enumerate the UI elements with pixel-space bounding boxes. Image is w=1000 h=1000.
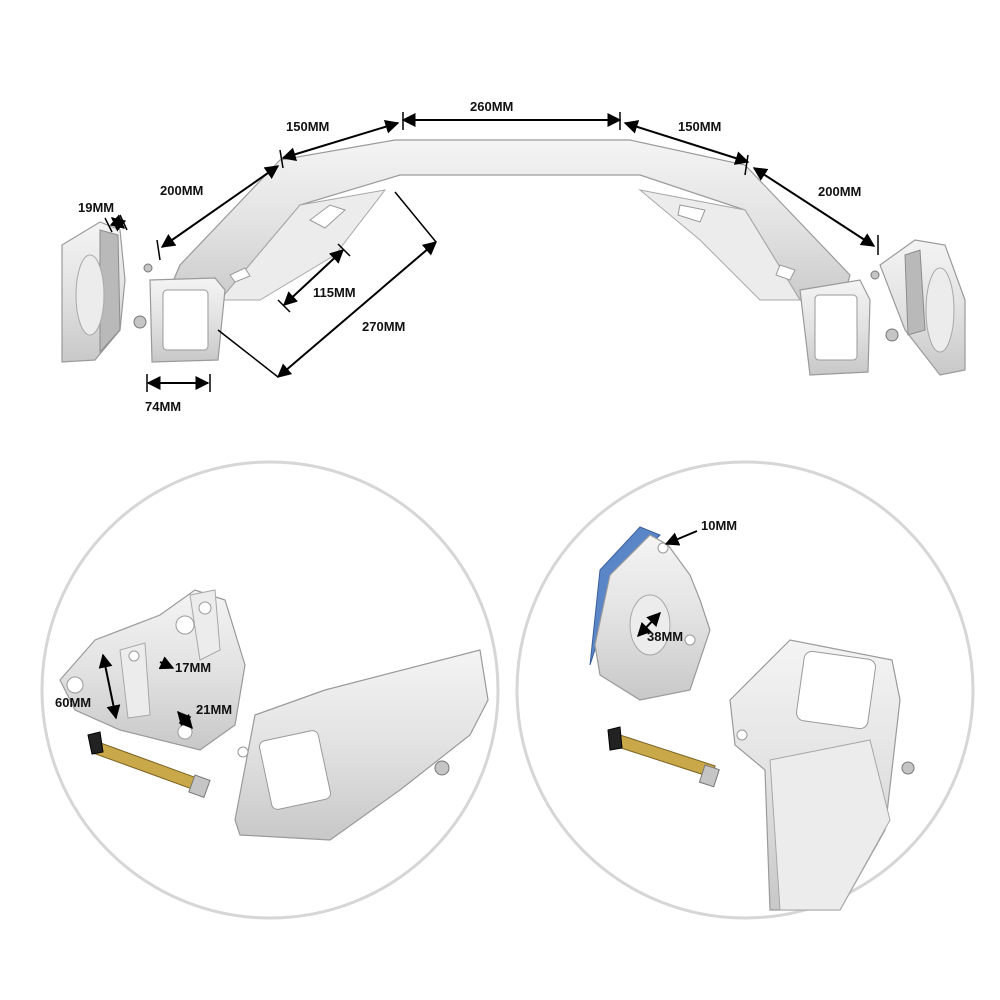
detail-view-left: 60MM 17MM 21MM [40, 460, 500, 920]
dim-17: 17MM [175, 660, 211, 675]
dim-38: 38MM [647, 629, 683, 644]
left-mount-bracket [61, 221, 226, 363]
dim-200-left: 200MM [160, 183, 203, 198]
detail-view-right: 10MM 38MM [515, 460, 975, 920]
dimension-annotations: 260MM 150MM 150MM 200MM 200MM 19MM 74MM … [78, 99, 879, 414]
dim-19: 19MM [78, 200, 114, 215]
dim-150-right: 150MM [678, 119, 721, 134]
strut-bar [164, 139, 851, 311]
dim-260: 260MM [470, 99, 513, 114]
right-mount-bracket [799, 239, 966, 376]
dim-10: 10MM [701, 518, 737, 533]
dim-150-left: 150MM [286, 119, 329, 134]
dim-21: 21MM [196, 702, 232, 717]
dim-60: 60MM [55, 695, 91, 710]
dim-270: 270MM [362, 319, 405, 334]
dim-115: 115MM [313, 285, 356, 300]
dim-200-right: 200MM [818, 184, 861, 199]
dim-74: 74MM [145, 399, 181, 414]
